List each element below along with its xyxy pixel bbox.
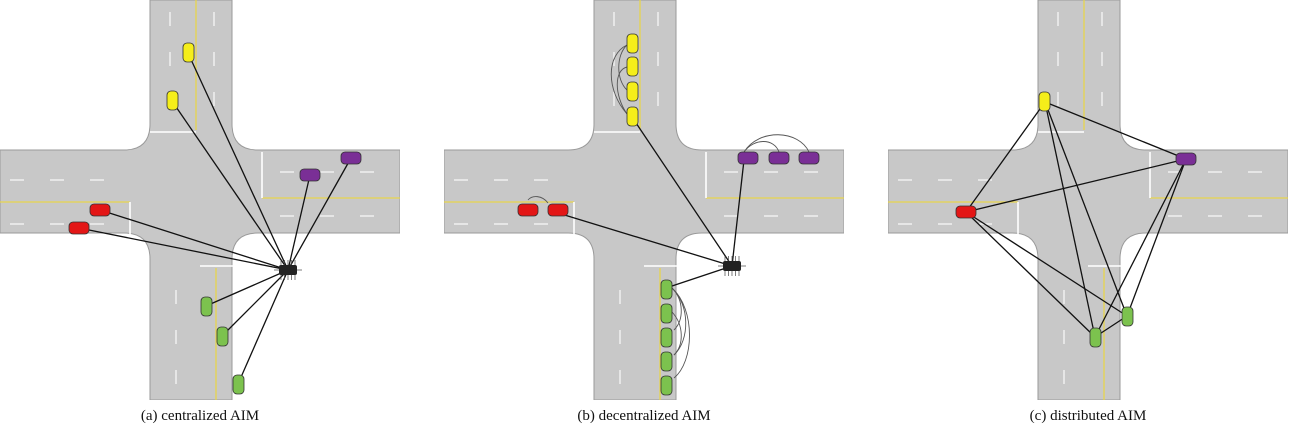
panel-centralized: (a) centralized AIM [0,0,400,438]
vehicle-green [1121,306,1134,327]
comm-link [287,157,352,271]
comm-links [557,116,745,289]
vehicle-red [68,221,90,235]
comm-link [1126,158,1187,317]
panel-decentralized: (b) decentralized AIM [444,0,844,438]
v2v-arc [616,66,628,115]
comm-link [665,265,733,289]
v2v-arc [618,44,628,91]
v2v-arc [610,44,628,115]
vehicle-green [216,326,229,347]
comm-link [557,212,733,267]
comm-link [965,158,1187,213]
vehicle-green [200,296,213,317]
vehicle-purple [1175,152,1197,166]
road-network [888,0,1288,400]
panel-distributed: (c) distributed AIM [888,0,1288,438]
comm-link [1094,158,1187,338]
vehicle-purple [768,151,790,165]
vehicles [955,91,1197,348]
caption-distributed: (c) distributed AIM [1029,408,1147,424]
v2v-arcs [527,44,810,379]
chip-body [723,261,741,271]
road-network [0,0,400,400]
vehicle-yellow [1038,91,1051,112]
caption-centralized: (a) centralized AIM [140,408,260,424]
vehicles [68,42,362,395]
vehicle-yellow [626,106,639,127]
vehicle-green [660,375,673,396]
comm-link [99,209,289,271]
v2v-arc [671,287,690,379]
intersection-diagram-decentralized [444,0,844,400]
vehicle-green [660,279,673,300]
comm-link [965,211,1096,338]
vehicle-red [955,205,977,219]
v2v-arc [743,141,780,153]
intersection-diagram-centralized [0,0,400,400]
vehicles [517,33,820,396]
vehicle-red [89,203,111,217]
vehicle-green [660,351,673,372]
v2v-arc [743,134,810,153]
vehicle-yellow [626,33,639,54]
comm-link [187,52,289,271]
vehicle-green [1089,327,1102,348]
vehicle-green [660,303,673,324]
chip-body [279,265,297,275]
caption-decentralized: (b) decentralized AIM [577,408,711,424]
comm-link [965,211,1128,317]
chip-icon [274,260,302,280]
intersection-diagram-distributed [888,0,1288,400]
chip-icon [718,256,746,276]
comm-link [1044,101,1128,317]
comm-link [78,227,289,271]
vehicle-green [660,327,673,348]
vehicle-yellow [182,42,195,63]
vehicle-purple [798,151,820,165]
vehicle-yellow [166,90,179,111]
vehicle-green [232,374,245,395]
v2v-arc [671,311,682,356]
comm-link [171,100,289,271]
v2v-arc [527,196,549,204]
comm-link [287,174,311,271]
comm-link [1044,101,1096,338]
vehicle-purple [737,151,759,165]
vehicle-red [547,203,569,217]
comm-link [631,116,733,267]
road-network [444,0,844,400]
comm-link [221,269,289,337]
vehicle-purple [340,151,362,165]
vehicle-red [517,203,539,217]
comm-link [237,269,289,385]
road-surface [888,0,1288,400]
comm-link [205,269,289,307]
vehicle-yellow [626,56,639,77]
comm-link [965,101,1046,213]
vehicle-purple [299,168,321,182]
comm-links [78,52,352,385]
vehicle-yellow [626,81,639,102]
road-surface [444,0,844,400]
road-surface [0,0,400,400]
comm-links [965,101,1187,338]
comm-link [1044,101,1187,160]
comm-link [731,159,745,267]
